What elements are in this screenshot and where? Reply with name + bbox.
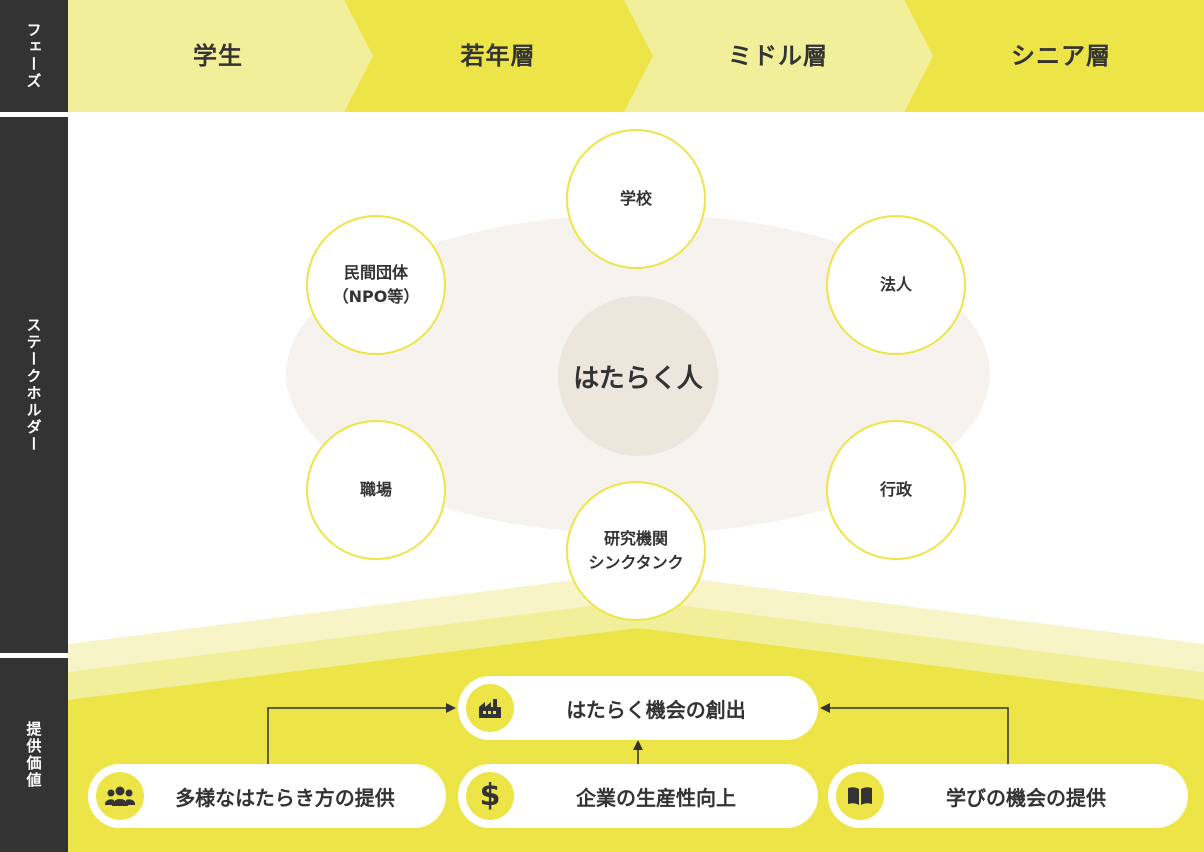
stakeholder-workplace-label: 職場 bbox=[359, 480, 392, 499]
value-diverse-work: 多様なはたらき方の提供 bbox=[88, 764, 446, 828]
phase-chevrons bbox=[68, 0, 1204, 112]
stakeholder-school: 学校 bbox=[566, 129, 706, 269]
value-productivity: $ 企業の生産性向上 bbox=[458, 764, 818, 828]
value-learning: 学びの機会の提供 bbox=[828, 764, 1188, 828]
stakeholder-ngo-line1: 民間団体 bbox=[343, 263, 408, 282]
stakeholder-area: はたらく人 学校 民間団体 （NPO等） 法人 職場 行政 bbox=[68, 117, 1204, 653]
stakeholder-government-label: 行政 bbox=[879, 480, 912, 499]
stakeholder-school-label: 学校 bbox=[619, 189, 652, 208]
stakeholder-research: 研究機関 シンクタンク bbox=[566, 481, 706, 621]
value-header-label: 提供価値 bbox=[24, 721, 43, 789]
stakeholder-ngo-line2: （NPO等） bbox=[332, 287, 420, 306]
stakeholder-corporation: 法人 bbox=[826, 215, 966, 355]
phase-chevron-3 bbox=[624, 0, 933, 112]
stakeholder-research-line1: 研究機関 bbox=[603, 529, 668, 548]
value-productivity-label: 企業の生産性向上 bbox=[576, 785, 736, 810]
stakeholder-research-line2: シンクタンク bbox=[588, 553, 684, 572]
phase-row: 学生 若年層 ミドル層 シニア層 bbox=[68, 0, 1204, 112]
value-diverse-work-label: 多様なはたらき方の提供 bbox=[175, 785, 395, 810]
phase-chevron-1 bbox=[68, 0, 373, 112]
value-learning-label: 学びの機会の提供 bbox=[946, 785, 1106, 810]
factory-icon bbox=[466, 684, 514, 732]
stakeholder-header-label: ステークホルダー bbox=[24, 317, 43, 453]
phase-label-middle: ミドル層 bbox=[728, 42, 828, 70]
people-icon bbox=[96, 772, 144, 820]
dollar-icon: $ bbox=[466, 772, 514, 820]
value-job-creation-label: はたらく機会の創出 bbox=[566, 697, 746, 722]
phase-label-young: 若年層 bbox=[460, 42, 536, 70]
stakeholder-header: ステークホルダー bbox=[0, 117, 68, 653]
value-header: 提供価値 bbox=[0, 658, 68, 852]
book-icon bbox=[836, 772, 884, 820]
phase-chevron-4 bbox=[904, 0, 1204, 112]
phase-label-student: 学生 bbox=[193, 42, 243, 70]
center-label: はたらく人 bbox=[573, 363, 703, 394]
stakeholder-government: 行政 bbox=[826, 420, 966, 560]
stakeholder-corporation-label: 法人 bbox=[879, 275, 912, 294]
phase-header-label: フェーズ bbox=[24, 22, 43, 90]
center-circle: はたらく人 bbox=[558, 296, 718, 456]
stakeholder-ngo: 民間団体 （NPO等） bbox=[306, 215, 446, 355]
stakeholder-workplace: 職場 bbox=[306, 420, 446, 560]
phase-chevron-2 bbox=[344, 0, 653, 112]
phase-label-senior: シニア層 bbox=[1011, 42, 1111, 70]
value-job-creation: はたらく機会の創出 bbox=[458, 676, 818, 740]
phase-header: フェーズ bbox=[0, 0, 68, 112]
